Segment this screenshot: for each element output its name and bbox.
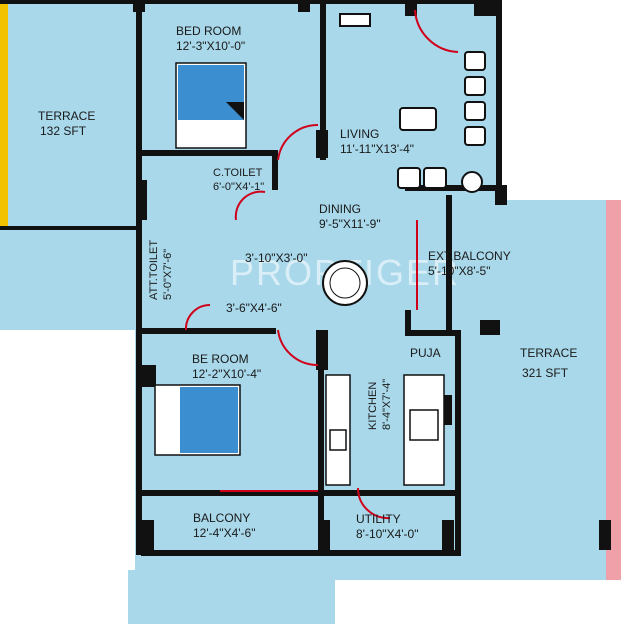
living-name: LIVING xyxy=(340,127,379,141)
walls xyxy=(0,0,611,556)
kitchen-counter xyxy=(325,374,445,486)
terrace-left-edge xyxy=(0,0,8,230)
puja-name: PUJA xyxy=(410,346,441,360)
bedroom-1-name: BED ROOM xyxy=(176,24,241,38)
dining-name: DINING xyxy=(319,202,361,216)
balcony-name: BALCONY xyxy=(193,511,250,525)
att-toilet-size: 5'-0"X7'-6" xyxy=(162,249,174,300)
room-labels: TERRACE 132 SFT BED ROOM 12'-3"X10'-0" C… xyxy=(38,24,577,541)
ext-balcony-size: 5'-10"X8'-5" xyxy=(428,264,490,278)
dining-table xyxy=(322,260,368,306)
balcony-size: 12'-4"X4'-6" xyxy=(193,526,255,540)
terrace-right-name: TERRACE xyxy=(520,346,577,360)
terrace-left-name: TERRACE xyxy=(38,109,95,123)
door-arcs xyxy=(184,9,459,520)
living-furniture xyxy=(339,13,486,193)
bedroom-1-size: 12'-3"X10'-0" xyxy=(176,39,245,53)
att-toilet-name: ATT.TOILET xyxy=(148,240,160,300)
utility-size: 8'-10"X4'-0" xyxy=(356,527,418,541)
living-size: 11'-11"X13'-4" xyxy=(340,142,414,156)
terrace-left-size: 132 SFT xyxy=(40,124,87,138)
sliding-doors xyxy=(220,220,418,492)
terrace-right-size: 321 SFT xyxy=(522,366,569,380)
bed-1 xyxy=(175,62,247,149)
bedroom-2-name: BE ROOM xyxy=(192,352,249,366)
bed-2 xyxy=(154,384,241,456)
utility-name: UTILITY xyxy=(356,512,401,526)
kitchen-name: KITCHEN xyxy=(367,382,379,430)
ext-balcony-name: EXT.BALCONY xyxy=(428,249,511,263)
dining-size: 9'-5"X11'-9" xyxy=(319,217,381,231)
c-toilet-size: 6'-0"X4'-1" xyxy=(213,181,264,193)
passage-2-size: 3'-6"X4'-6" xyxy=(226,301,282,315)
bedroom-2-size: 12'-2"X10'-4" xyxy=(192,367,261,381)
c-toilet-name: C.TOILET xyxy=(213,167,263,179)
terrace-right-edge xyxy=(606,200,621,580)
kitchen-size: 8'-4"X7'-4" xyxy=(381,379,393,430)
passage-1-size: 3'-10"X3'-0" xyxy=(245,251,307,265)
